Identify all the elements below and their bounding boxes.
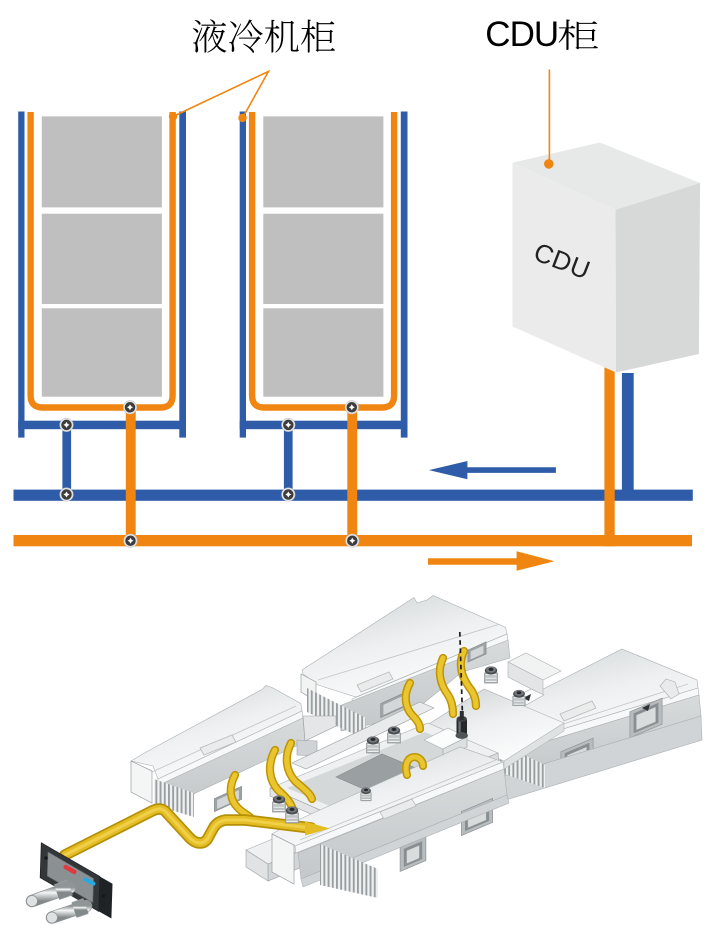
svg-text:CDU: CDU (485, 15, 558, 54)
